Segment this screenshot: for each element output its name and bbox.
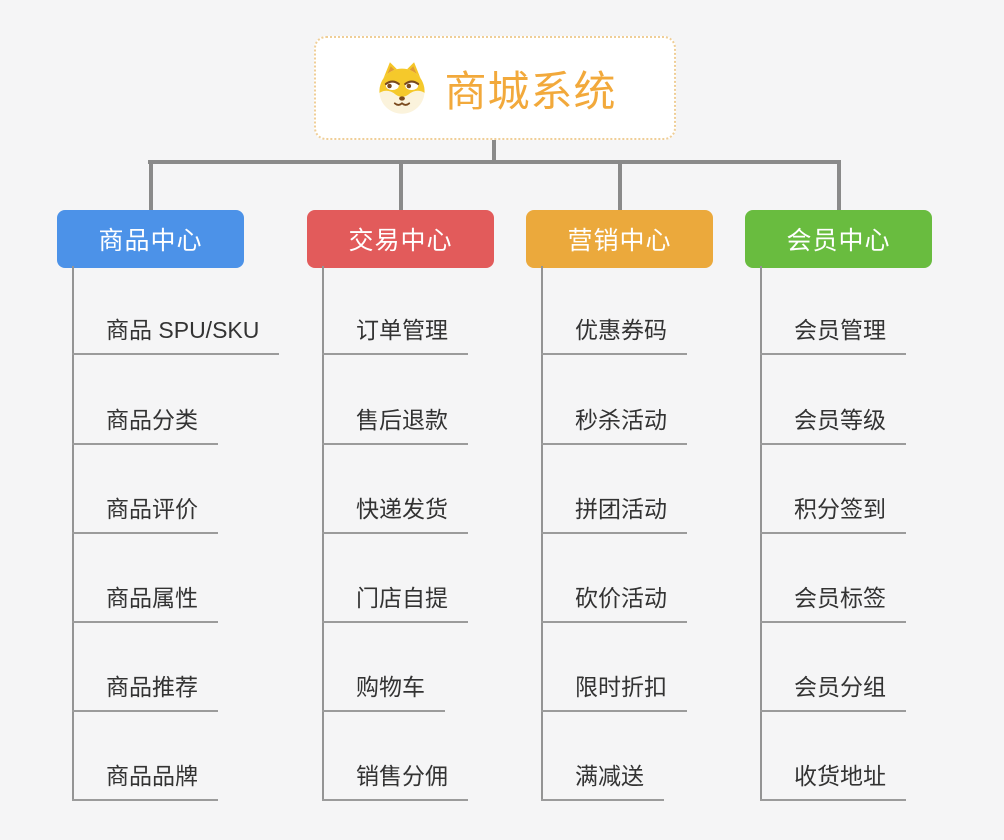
root-stem-connector [492,140,496,162]
branch-node-3[interactable]: 营销中心 [526,210,713,268]
leaf-item[interactable]: 限时折扣 [541,672,687,712]
leaf-item[interactable]: 商品分类 [72,405,218,445]
leaf-item[interactable]: 购物车 [322,672,445,712]
branch-node-2[interactable]: 交易中心 [307,210,494,268]
leaf-item[interactable]: 积分签到 [760,494,906,534]
leaf-item[interactable]: 满减送 [541,761,664,801]
leaf-item[interactable]: 砍价活动 [541,583,687,623]
leaf-item[interactable]: 商品评价 [72,494,218,534]
branch-node-4[interactable]: 会员中心 [745,210,932,268]
root-title: 商城系统 [444,67,617,115]
branch-node-1[interactable]: 商品中心 [57,210,244,268]
branch-drop-connector [617,160,622,210]
leaf-item[interactable]: 会员等级 [760,405,906,445]
leaf-item[interactable]: 优惠券码 [541,315,687,355]
leaf-item[interactable]: 销售分佣 [322,761,468,801]
leaf-item[interactable]: 会员管理 [760,315,906,355]
leaf-item[interactable]: 收货地址 [760,761,906,801]
root-node[interactable]: 商城系统 [314,36,676,140]
leaf-item[interactable]: 商品 SPU/SKU [72,315,280,355]
leaf-item[interactable]: 商品推荐 [72,672,218,712]
leaf-item[interactable]: 秒杀活动 [541,405,687,445]
leaf-item[interactable]: 拼团活动 [541,494,687,534]
branch-drop-connector [836,160,841,210]
leaf-item[interactable]: 订单管理 [322,315,468,355]
branch-bus-connector [148,160,841,164]
leaf-item[interactable]: 商品属性 [72,583,218,623]
leaf-item[interactable]: 门店自提 [322,583,468,623]
doge-icon [379,62,426,114]
leaf-item[interactable]: 会员分组 [760,672,906,712]
leaf-item[interactable]: 会员标签 [760,583,906,623]
branch-drop-connector [398,160,403,210]
leaf-item[interactable]: 快递发货 [322,494,468,534]
leaf-item[interactable]: 售后退款 [322,405,468,445]
leaf-item[interactable]: 商品品牌 [72,761,218,801]
branch-drop-connector [148,160,153,210]
